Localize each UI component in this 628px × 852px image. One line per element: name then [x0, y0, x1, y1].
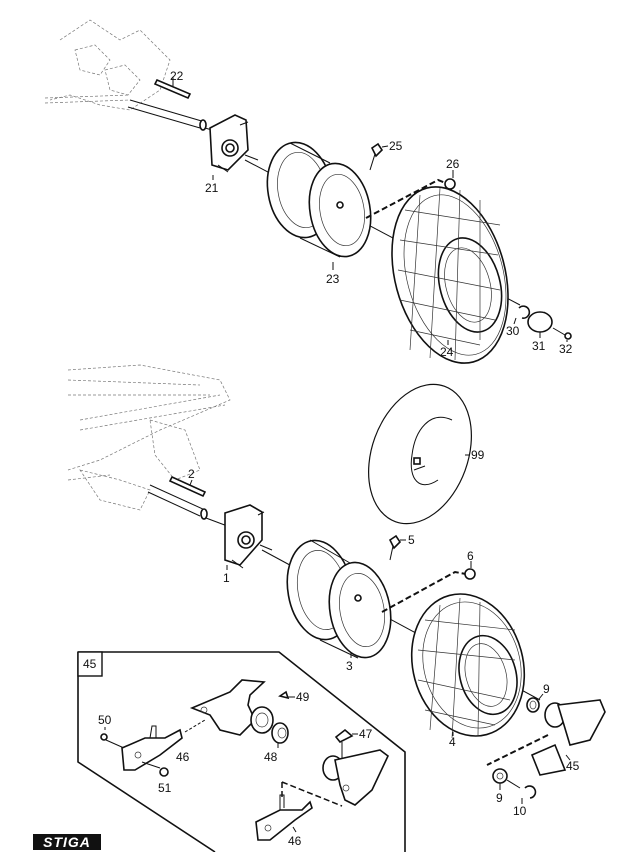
- label-51: 51: [158, 781, 172, 795]
- hub-1: [224, 504, 273, 569]
- label-46-upper: 46: [176, 750, 190, 764]
- nut-6: [464, 561, 476, 580]
- clip-30: [513, 305, 531, 325]
- label-10: 10: [513, 804, 527, 818]
- label-99: 99: [471, 448, 485, 462]
- label-1: 1: [223, 571, 230, 585]
- label-32: 32: [559, 342, 573, 356]
- lever-right-inset: [322, 749, 390, 806]
- cap-31: [527, 311, 553, 338]
- lever-inset: [189, 679, 274, 736]
- label-21: 21: [205, 181, 219, 195]
- hub-21: [209, 114, 259, 173]
- valve-25: [369, 142, 389, 171]
- transaxle-frame-top: [44, 19, 171, 111]
- label-45: 45: [566, 759, 580, 773]
- screw-50: [100, 727, 125, 749]
- valve-5: [388, 534, 406, 561]
- key-2: [168, 475, 207, 498]
- dash-line-26: [365, 178, 449, 219]
- dash-line-6: [381, 570, 467, 613]
- dash-line-46: [281, 781, 343, 807]
- label-25: 25: [389, 139, 403, 153]
- label-24: 24: [440, 345, 454, 359]
- label-22: 22: [170, 69, 184, 83]
- label-30: 30: [506, 324, 520, 338]
- label-5: 5: [408, 533, 415, 547]
- brand-logo: STIGA: [33, 834, 101, 850]
- label-9-upper: 9: [543, 682, 550, 696]
- dash-line-45: [486, 734, 549, 766]
- bushing-48: [271, 722, 289, 748]
- bolt-32: [552, 327, 572, 342]
- tube-99: [368, 383, 472, 525]
- clip-10: [521, 785, 537, 804]
- axle-shaft-bottom: [147, 484, 231, 528]
- label-23: 23: [326, 272, 340, 286]
- label-46-lower: 46: [288, 834, 302, 848]
- key-22: [153, 77, 192, 100]
- label-26: 26: [446, 157, 460, 171]
- label-9-lower: 9: [496, 791, 503, 805]
- washer-9-lower: [492, 768, 521, 790]
- inset-frame: [77, 651, 406, 852]
- nut-26: [444, 170, 456, 190]
- label-50: 50: [98, 713, 112, 727]
- label-47: 47: [359, 727, 373, 741]
- washer-9-upper: [526, 693, 544, 713]
- nut-51: [141, 761, 169, 777]
- label-2: 2: [188, 467, 195, 481]
- label-3: 3: [346, 659, 353, 673]
- rim-23: [266, 141, 372, 258]
- tire-4: [410, 593, 526, 739]
- bracket-45: [530, 699, 606, 776]
- chassis-frame-bottom: [67, 364, 231, 511]
- label-31: 31: [532, 339, 546, 353]
- label-48: 48: [264, 750, 278, 764]
- label-6: 6: [467, 549, 474, 563]
- plate-46-lower: [255, 794, 313, 841]
- plate-46-upper: [121, 719, 206, 771]
- tire-24: [391, 186, 509, 364]
- inset-id-box: [77, 651, 103, 677]
- screw-49: [278, 690, 295, 700]
- label-4: 4: [449, 735, 456, 749]
- rim-3: [286, 539, 392, 659]
- inset-id-label: 45: [83, 657, 97, 671]
- label-49: 49: [296, 690, 310, 704]
